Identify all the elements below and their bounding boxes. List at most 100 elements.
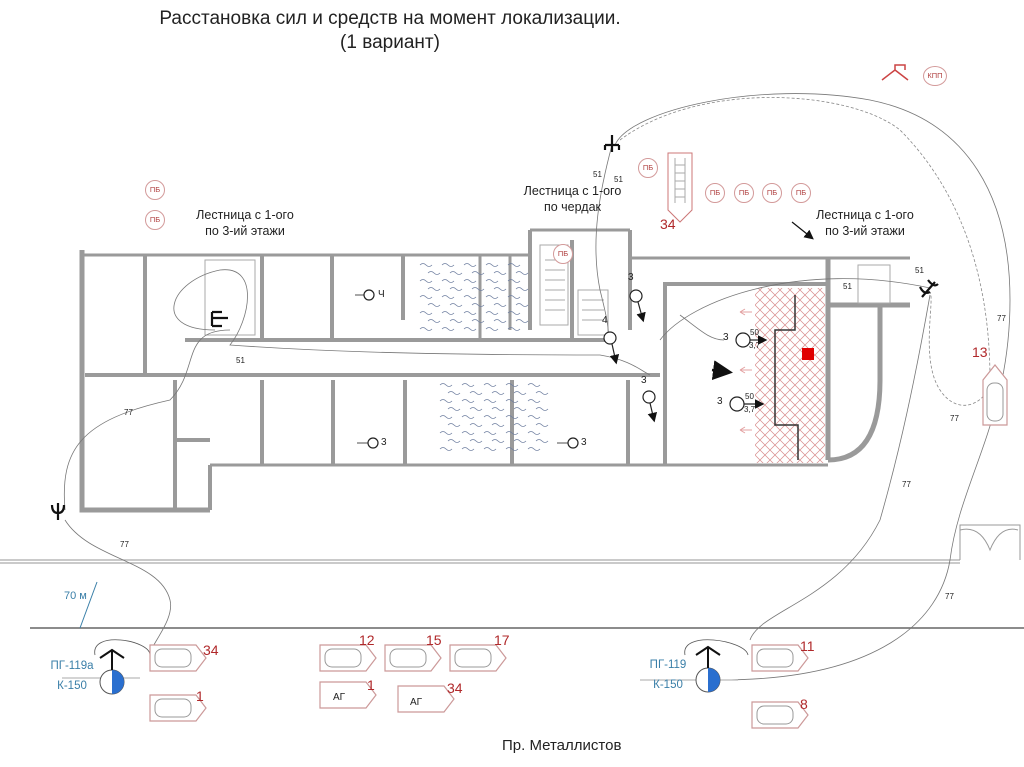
water-wave: [535, 391, 549, 395]
water-wave: [515, 287, 529, 291]
water-wave: [471, 287, 485, 291]
branch-icons: [50, 135, 939, 520]
water-wave: [535, 407, 549, 411]
water-wave: [483, 383, 497, 387]
water-wave: [491, 391, 505, 395]
hydrant-right-name: ПГ-119: [649, 659, 687, 671]
vehicle-АГ-34: [397, 685, 455, 713]
nozzle-flow-label: 3,7: [749, 341, 761, 350]
vehicle-number: 13: [972, 344, 988, 360]
hydrant-left-name: ПГ-119а: [50, 660, 94, 672]
hose-label: 51: [915, 266, 924, 275]
water-wave: [427, 287, 441, 291]
water-wave: [449, 319, 463, 323]
water-wave: [469, 407, 483, 411]
water-wave: [513, 423, 527, 427]
hydrant-right: [640, 645, 738, 693]
vehicle-number: 8: [800, 696, 808, 712]
street-name: Пр. Металлистов: [502, 737, 622, 754]
vehicle-АЦ-11: [751, 644, 809, 672]
water-wave: [513, 391, 527, 395]
water-wave: [419, 263, 433, 267]
water-wave: [449, 303, 463, 307]
fire-post-marker: ПБ: [638, 158, 658, 178]
water-spill-area: [419, 263, 549, 451]
road-lines: [0, 524, 1024, 629]
stairs: [204, 244, 891, 336]
hose-hydrant-left: [94, 639, 151, 656]
water-wave: [469, 391, 483, 395]
water-wave: [447, 407, 461, 411]
water-wave: [535, 423, 549, 427]
water-wave: [469, 439, 483, 443]
fire-spread-arrows: [739, 308, 752, 434]
water-wave: [439, 431, 453, 435]
vehicle-number: 34: [660, 216, 676, 232]
water-wave: [515, 319, 529, 323]
vehicle-number: 17: [494, 632, 510, 648]
water-wave: [419, 295, 433, 299]
stair-label-left-line2: по 3-ий этажи: [205, 224, 285, 238]
water-wave: [485, 327, 499, 331]
stair-label-middle-line2: по чердак: [543, 200, 602, 214]
water-wave: [461, 399, 475, 403]
vehicle-АЦ-8: [751, 701, 809, 729]
hydrant-right-type: К-150: [653, 679, 683, 691]
nozzle-type-label: Ч: [378, 289, 385, 300]
water-wave: [439, 383, 453, 387]
stair-label-left-line1: Лестница с 1-ого: [196, 208, 294, 222]
water-wave: [507, 279, 521, 283]
water-wave: [427, 319, 441, 323]
vehicle-number: 1: [196, 688, 204, 704]
water-wave: [485, 263, 499, 267]
water-wave: [513, 407, 527, 411]
water-wave: [439, 399, 453, 403]
water-wave: [447, 439, 461, 443]
stair-label-right-line1: Лестница с 1-ого: [816, 208, 914, 222]
water-wave: [471, 271, 485, 275]
fire-post-marker: ПБ: [734, 183, 754, 203]
vehicle-number: 34: [447, 680, 463, 696]
vehicle-number: 12: [359, 632, 375, 648]
water-wave: [441, 279, 455, 283]
water-wave: [483, 431, 497, 435]
fire-post-marker: ПБ: [705, 183, 725, 203]
hose-label: 77: [997, 314, 1006, 323]
water-wave: [505, 399, 519, 403]
water-wave: [463, 279, 477, 283]
water-wave: [527, 415, 541, 419]
fire-post-marker: ПБ: [762, 183, 782, 203]
water-wave: [505, 415, 519, 419]
water-wave: [463, 295, 477, 299]
page-title: Расстановка сил и средств на момент лока…: [159, 8, 621, 29]
water-wave: [483, 447, 497, 451]
water-wave: [427, 271, 441, 275]
water-wave: [515, 271, 529, 275]
water-wave: [483, 415, 497, 419]
fire-post-marker: ПБ: [791, 183, 811, 203]
water-wave: [461, 447, 475, 451]
water-wave: [485, 311, 499, 315]
water-wave: [449, 271, 463, 275]
direction-arrow: [711, 360, 733, 381]
water-wave: [441, 295, 455, 299]
nozzle-flow-label: 50: [750, 328, 759, 337]
building-floorplan: [79, 228, 910, 513]
stair-pointer-arrow: [791, 221, 814, 240]
water-wave: [461, 431, 475, 435]
hose-label: 77: [902, 480, 911, 489]
water-wave: [505, 431, 519, 435]
stair-label-right-line2: по 3-ий этажи: [825, 224, 905, 238]
hose-label: 51: [593, 170, 602, 179]
water-wave: [507, 295, 521, 299]
fire-zone-hatch: [755, 288, 825, 463]
water-wave: [419, 327, 433, 331]
water-wave: [493, 319, 507, 323]
water-wave: [527, 399, 541, 403]
water-wave: [427, 303, 441, 307]
nozzle-type-label: 4: [602, 315, 608, 326]
water-wave: [491, 423, 505, 427]
fire-post-marker: ПБ: [145, 180, 165, 200]
vehicle-type-label: АГ: [333, 692, 346, 703]
vehicle-АЦ-1: [149, 694, 207, 722]
